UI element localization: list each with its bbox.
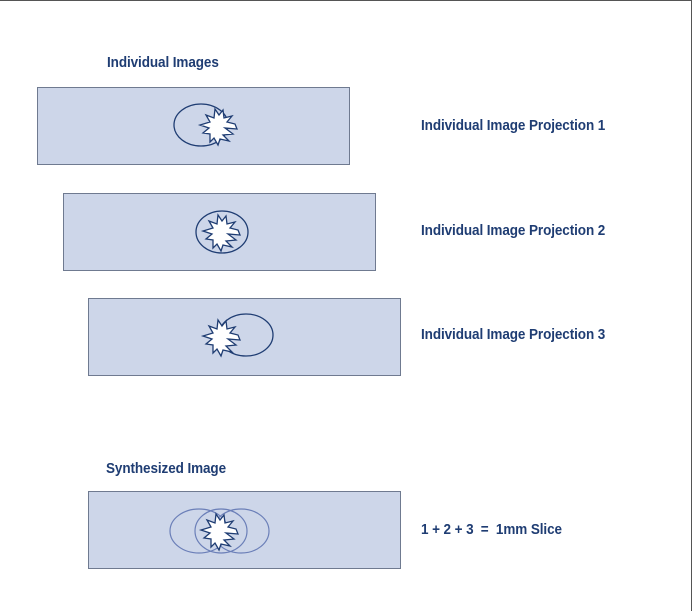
- lesion-star-icon: [200, 318, 241, 358]
- synthesized-art: [169, 508, 270, 554]
- synthesis-equation: 1 + 2 + 3 = 1mm Slice: [421, 521, 562, 538]
- projection-label-2: Individual Image Projection 2: [421, 222, 606, 239]
- synthesized-image-title: Synthesized Image: [106, 460, 227, 477]
- lesion-star-icon: [200, 213, 241, 253]
- projection-label-1: Individual Image Projection 1: [421, 117, 606, 134]
- projection-circle-icon: [194, 508, 248, 554]
- projection-panel-2: [63, 193, 376, 271]
- projection-panel-3: [88, 298, 401, 376]
- lesion-star-icon: [197, 107, 238, 147]
- projection-panel-1: [37, 87, 350, 165]
- projection-label-3: Individual Image Projection 3: [421, 326, 606, 343]
- synthesized-panel: [88, 491, 401, 569]
- individual-images-title: Individual Images: [107, 54, 219, 71]
- projection-circle-icon: [195, 210, 249, 254]
- projection-3-art: [200, 313, 274, 358]
- projection-1-art: [173, 103, 238, 147]
- projection-2-art: [195, 210, 249, 254]
- lesion-star-icon: [198, 512, 239, 552]
